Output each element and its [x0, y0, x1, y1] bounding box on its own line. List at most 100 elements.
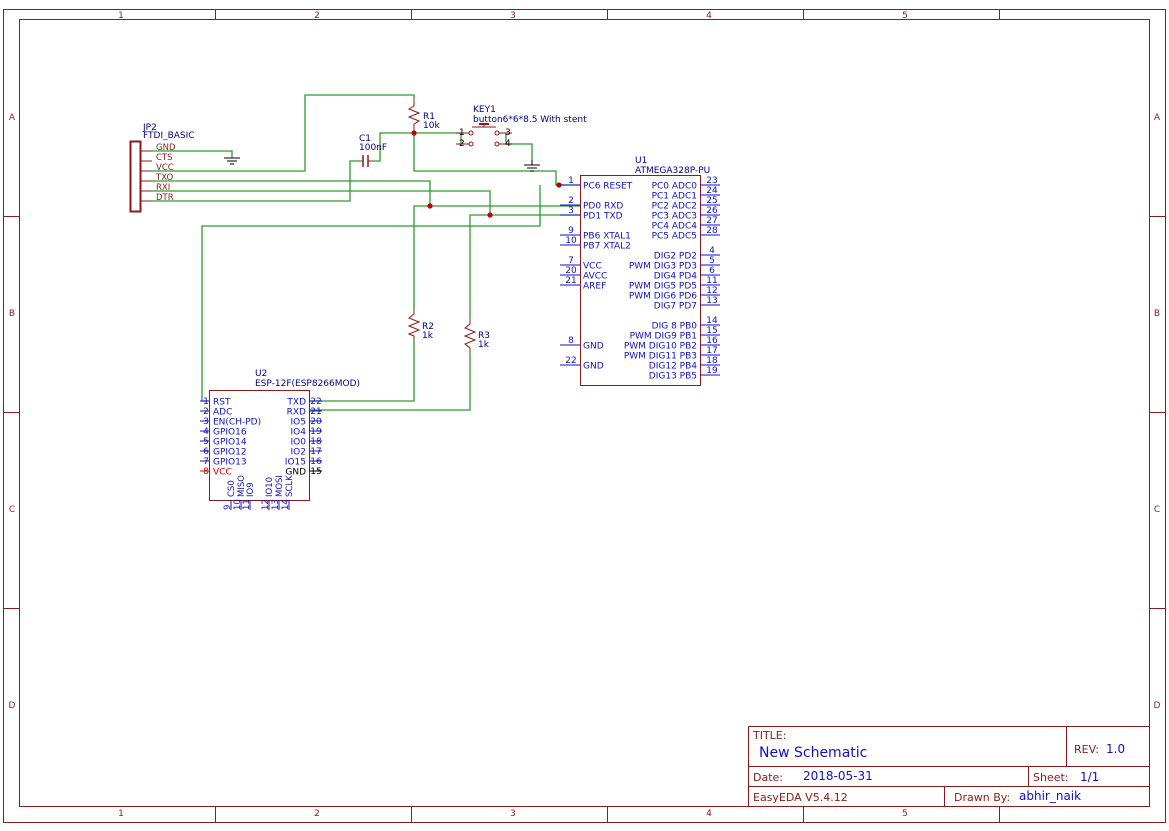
- wire-pd0: [413, 205, 580, 310]
- c1-value: 100nF: [359, 143, 387, 153]
- u2-pin-name: EN(CH-PD): [213, 418, 261, 428]
- u2-pin-name: GPIO13: [213, 458, 247, 468]
- col-label-top: 4: [706, 11, 712, 21]
- u2-pin-name: MOSI: [275, 475, 285, 497]
- junction-dot: [556, 182, 562, 188]
- u1-pin-name: PC3 ADC3: [652, 212, 697, 222]
- u1-pin-number: 26: [706, 206, 718, 216]
- u2-pin-name: GPIO14: [213, 438, 247, 448]
- u2-pin-number: 13: [271, 499, 281, 510]
- u1-pin-name: PC5 ADC5: [652, 232, 697, 242]
- u1-pin-name: AVCC: [583, 272, 607, 282]
- row-label-right: D: [1154, 701, 1161, 711]
- u2-pin-number: 5: [203, 437, 209, 447]
- wire-reset: [413, 133, 580, 186]
- u2-pin-number: 7: [203, 457, 209, 467]
- c1-ref: C1: [359, 134, 371, 144]
- u2-pin-number: 19: [310, 427, 322, 437]
- jp2-pin-label: DTR: [156, 193, 174, 203]
- u1-pin-number: 20: [565, 266, 577, 276]
- u1-pin-name: PC1 ADC1: [652, 192, 697, 202]
- u2-pin-number: 2: [203, 407, 209, 417]
- drawn-by-value: abhir_naik: [1019, 789, 1081, 803]
- r3-ref: R3: [478, 331, 490, 341]
- key1-value: button6*6*8.5 With stent: [473, 115, 587, 125]
- component-c1[interactable]: C1 100nF: [359, 134, 387, 167]
- component-r3[interactable]: R3 1k: [463, 318, 490, 354]
- u1-pin-name: PB7 XTAL2: [583, 242, 631, 252]
- col-label-bottom: 5: [902, 809, 908, 819]
- junctions: [411, 130, 562, 218]
- u1-pin-name: GND: [583, 362, 604, 372]
- u1-pin-name: GND: [583, 342, 604, 352]
- u1-pin-name: PD1 TXD: [583, 212, 623, 222]
- u2-pin-name: IO9: [246, 482, 256, 497]
- col-label-top: 5: [902, 11, 908, 21]
- ground-symbol: [524, 160, 540, 172]
- u1-pin-name: PWM DIG10 PB2: [624, 342, 697, 352]
- u1-pin-number: 8: [568, 336, 574, 346]
- col-label-bottom: 4: [706, 809, 712, 819]
- u1-pin-number: 15: [706, 326, 717, 336]
- junction-dot: [487, 212, 493, 218]
- u2-pin-name: GPIO12: [213, 448, 247, 458]
- u1-pin-number: 6: [709, 266, 715, 276]
- sheet-label: Sheet:: [1033, 771, 1069, 784]
- u1-pin-name: DIG13 PB5: [649, 372, 697, 382]
- jp2-pin-label: CTS: [156, 153, 173, 163]
- junction-dot: [427, 203, 433, 209]
- component-r1[interactable]: R1 10k: [407, 100, 440, 131]
- u2-pin-name: TXD: [286, 398, 306, 408]
- u1-pin-name: PWM DIG9 PB1: [630, 332, 697, 342]
- u2-pin-name: IO0: [291, 438, 307, 448]
- key1-pin-number: 3: [505, 128, 511, 138]
- u1-pin-number: 14: [706, 316, 718, 326]
- u1-pin-number: 12: [706, 286, 717, 296]
- u1-pin-name: DIG4 PD4: [654, 272, 698, 282]
- wire-pd1: [469, 214, 580, 318]
- col-label-top: 1: [118, 11, 124, 21]
- row-label-right: A: [1154, 113, 1161, 123]
- u1-pin-number: 16: [706, 336, 718, 346]
- u1-pin-name: PD0 RXD: [583, 202, 623, 212]
- u1-pin-name: PC0 ADC0: [652, 182, 698, 192]
- u1-ref: U1: [635, 156, 647, 166]
- component-jp2[interactable]: JP2 FTDI_BASIC GND CTS VCC TXO RXI DTR: [129, 123, 195, 213]
- u2-pin-name: IO2: [291, 448, 306, 458]
- ground-symbol: [224, 157, 240, 165]
- col-label-top: 2: [314, 11, 320, 21]
- row-label-left: C: [9, 505, 15, 515]
- component-key1[interactable]: KEY1 button6*6*8.5 With stent 1 2 3 4: [456, 105, 587, 149]
- u1-pin-name: PC2 ADC2: [652, 202, 697, 212]
- u2-pin-name: RST: [213, 398, 231, 408]
- u2-pin-name: IO5: [291, 418, 306, 428]
- u1-pin-number: 25: [706, 196, 717, 206]
- u1-pin-name: PWM DIG5 PD5: [629, 282, 697, 292]
- title-label: TITLE:: [752, 729, 786, 742]
- u1-pin-name: PWM DIG6 PD6: [629, 292, 697, 302]
- u2-pin-number: 20: [310, 417, 322, 427]
- u1-pin-name: AREF: [583, 282, 606, 292]
- u2-pin-number: 21: [310, 407, 321, 417]
- u1-pin-number: 7: [568, 256, 574, 266]
- u1-pin-number: 28: [706, 226, 718, 236]
- wire-key-right-gnd: [505, 133, 533, 160]
- wire-r2-txd: [309, 340, 415, 402]
- col-label-bottom: 1: [118, 809, 124, 819]
- drawn-by-label: Drawn By:: [954, 791, 1010, 804]
- wire-txo: [152, 180, 431, 206]
- junction-dot: [411, 130, 417, 136]
- u2-pin-number: 22: [310, 397, 321, 407]
- component-r2[interactable]: R2 1k: [407, 310, 434, 341]
- u1-pin-number: 13: [706, 296, 717, 306]
- u1-pin-name: DIG7 PD7: [654, 302, 697, 312]
- u2-pin-name: IO15: [285, 458, 306, 468]
- u1-pin-number: 3: [568, 206, 574, 216]
- u2-pin-number: 6: [203, 447, 209, 457]
- u1-pin-number: 17: [706, 346, 717, 356]
